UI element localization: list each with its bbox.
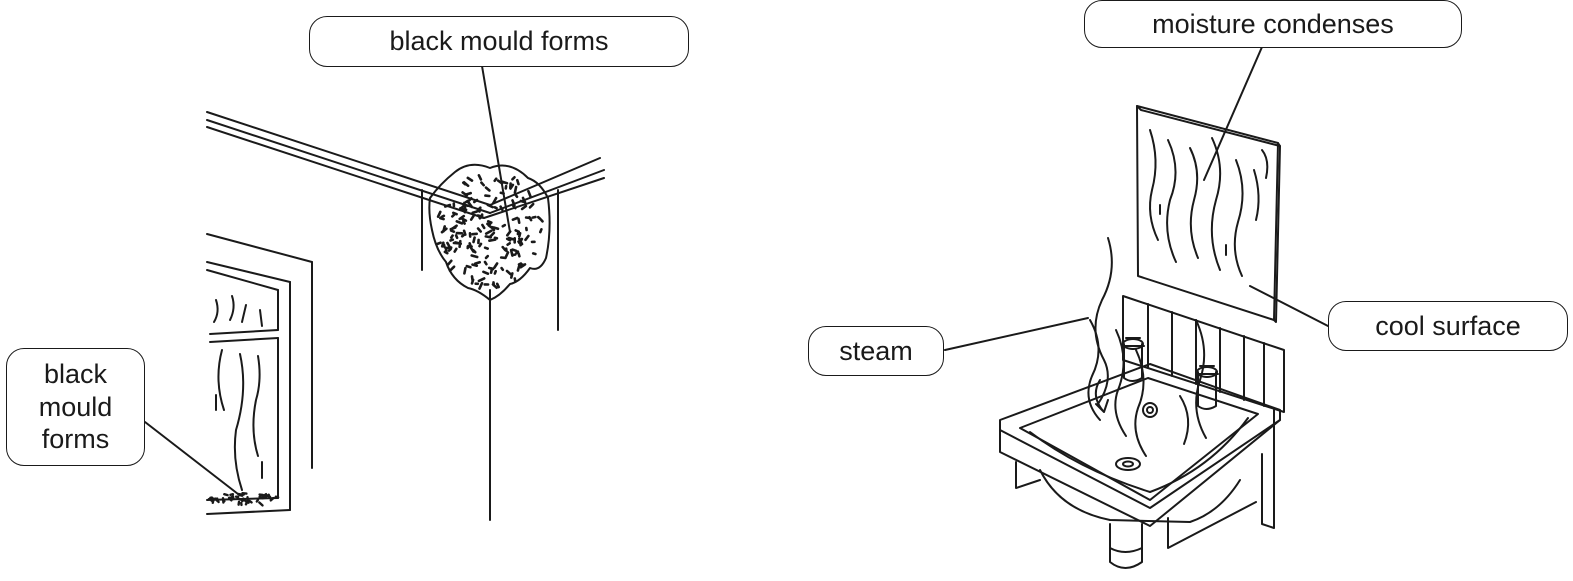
cool-surface-label: cool surface [1328, 301, 1568, 351]
window-frame [207, 234, 312, 514]
leader-lines [145, 47, 1328, 494]
corner-mould-label: black mould forms [309, 16, 689, 67]
moisture-condenses-label: moisture condenses [1084, 0, 1462, 48]
sink [1000, 364, 1280, 568]
room-ceiling-edge [207, 112, 604, 218]
corner-mould-patch [429, 165, 549, 300]
steam-label: steam [808, 326, 944, 376]
window-mould-label: black mould forms [6, 348, 145, 466]
